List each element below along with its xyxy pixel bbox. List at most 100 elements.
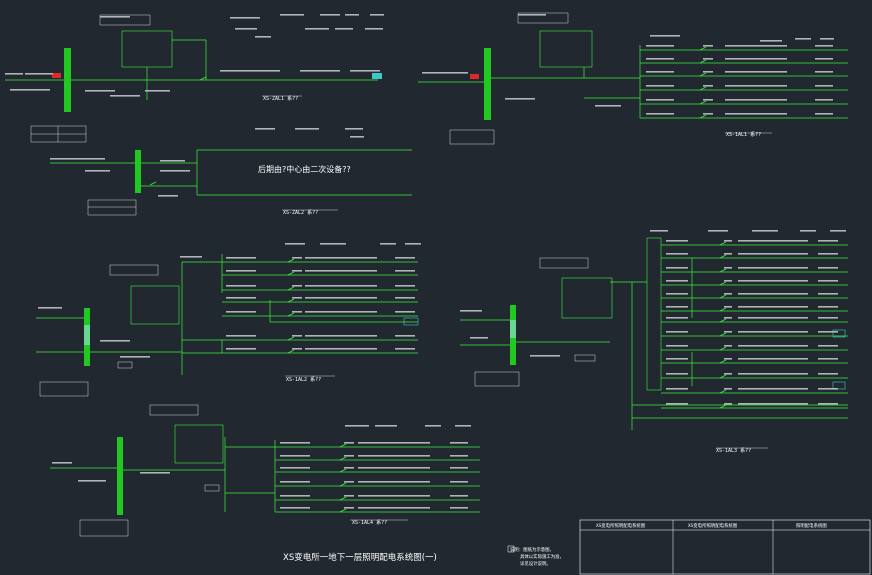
panel-caption-p3: XS-1AL1 系??	[726, 131, 761, 138]
cct-ph-p4-6	[292, 348, 302, 350]
panel-caption-p5: XS-1AL3 系??	[716, 447, 751, 454]
cct-use-p5-8	[818, 345, 838, 347]
cct-use-p5-11	[818, 388, 838, 390]
cct-cable-p5-5	[738, 306, 808, 308]
cct-cable-p6-4	[358, 495, 430, 497]
controller-box-p3	[539, 30, 593, 68]
cct-ph-p4-1	[292, 270, 302, 272]
cct-use-p3-0	[815, 45, 833, 47]
label-mark-p4-1	[320, 243, 346, 245]
cct-ph-p5-1	[724, 253, 732, 255]
label-mark-p3-3	[795, 38, 811, 40]
cct-use-p5-2	[818, 267, 838, 269]
cct-cable-p4-0	[305, 257, 377, 259]
label-mark-p1-19	[145, 90, 170, 92]
cct-use-p4-6	[395, 348, 415, 350]
label-mark-p1-6	[235, 28, 257, 30]
cct-use-p6-0	[450, 442, 468, 444]
label-mark-p2-5	[255, 128, 275, 130]
cct-id-p3-0	[646, 45, 674, 47]
panel-caption-p1: XS-ZAL1 系??	[263, 95, 298, 102]
cct-use-p5-6	[818, 317, 838, 319]
cct-cable-p6-1	[358, 455, 430, 457]
title-block-frame	[579, 519, 871, 575]
breaker-p6-2	[339, 456, 347, 461]
cct-use-p6-5	[450, 507, 468, 509]
cct-ph-p5-2	[724, 267, 732, 269]
cct-id-p5-2	[666, 267, 688, 269]
cct-id-p5-0	[666, 240, 688, 242]
label-mark-p6-0	[345, 425, 369, 427]
cct-use-p4-0	[395, 257, 415, 259]
controller-tag-p5	[539, 257, 589, 269]
cct-ph-p5-12	[724, 403, 732, 405]
controller-tag-p4	[109, 264, 159, 276]
cct-cable-p5-2	[738, 267, 808, 269]
cct-ph-p3-3	[703, 85, 713, 87]
cct-ph-p3-5	[703, 113, 713, 115]
label-mark-p6-5	[78, 480, 106, 482]
cct-cable-p5-1	[738, 253, 808, 255]
breaker-p6-5	[339, 496, 347, 501]
rating-table-p6	[79, 519, 129, 537]
cct-cable-p3-5	[725, 113, 787, 115]
cct-use-p4-1	[395, 270, 415, 272]
cct-id-p5-1	[666, 253, 688, 255]
label-mark-p1-11	[220, 70, 280, 72]
cct-use-p4-2	[395, 285, 415, 287]
cct-ph-p5-10	[724, 373, 732, 375]
cct-id-p5-5	[666, 306, 688, 308]
label-mark-p1-4	[345, 14, 359, 16]
busbar-section-p5	[510, 320, 516, 338]
cct-id-p3-5	[646, 113, 674, 115]
label-mark-p2-3	[160, 170, 190, 172]
cct-id-p3-4	[646, 99, 674, 101]
breaker-p6-6	[339, 508, 347, 513]
cct-cable-p3-4	[725, 99, 787, 101]
cct-ph-p4-5	[292, 335, 302, 337]
cct-ph-p6-4	[344, 495, 354, 497]
label-mark-p2-7	[345, 128, 363, 130]
breaker-p5-6	[719, 307, 727, 312]
label-mark-p1-18	[110, 95, 140, 97]
label-mark-p5-3	[830, 230, 846, 232]
cct-ph-p3-0	[703, 45, 713, 47]
cct-ph-p6-1	[344, 455, 354, 457]
alarm-indicator-p1	[52, 73, 61, 78]
schematic-wiring	[5, 12, 848, 553]
cct-id-p6-1	[280, 455, 310, 457]
breaker-p3-2	[699, 59, 707, 64]
cct-use-p4-5	[395, 335, 415, 337]
label-mark-p1-3	[320, 14, 340, 16]
center-note: 后期由?中心由二次设备??	[258, 164, 351, 174]
drawing-title: XS变电所一地下一层照明配电系统图(一)	[283, 552, 437, 563]
cct-cable-p5-11	[738, 388, 808, 390]
cct-ph-p4-3	[292, 297, 302, 299]
cct-id-p5-9	[666, 358, 688, 360]
cct-cable-p5-10	[738, 373, 808, 375]
cct-cable-p6-2	[358, 467, 430, 469]
incoming-busbar-p1	[64, 48, 71, 112]
cct-cable-p6-0	[358, 442, 430, 444]
breaker-p6-1	[339, 443, 347, 448]
panel-caption-p4: XS-1AL2 系??	[286, 376, 321, 383]
label-mark-p4-4	[180, 256, 202, 258]
label-mark-p1-10	[365, 28, 383, 30]
cct-ph-p5-3	[724, 280, 732, 282]
meter-p1	[372, 73, 382, 79]
cct-ph-p4-0	[292, 257, 302, 259]
cct-use-p4-3	[395, 297, 415, 299]
cct-id-p6-0	[280, 442, 310, 444]
panel-enclosure-p5	[646, 237, 662, 391]
label-mark-p6-3	[455, 425, 471, 427]
label-mark-p1-17	[85, 90, 115, 92]
label-mark-p6-2	[425, 425, 441, 427]
cct-use-p6-2	[450, 467, 468, 469]
label-mark-p4-0	[285, 243, 305, 245]
label-mark-p4-3	[405, 243, 421, 245]
label-mark-p2-8	[350, 136, 364, 138]
label-mark-p5-1	[752, 230, 778, 232]
busbar-p2	[135, 150, 141, 193]
breaker-p5-2	[719, 254, 727, 259]
title-block-cell-3: 照明配电系统图	[796, 522, 827, 529]
